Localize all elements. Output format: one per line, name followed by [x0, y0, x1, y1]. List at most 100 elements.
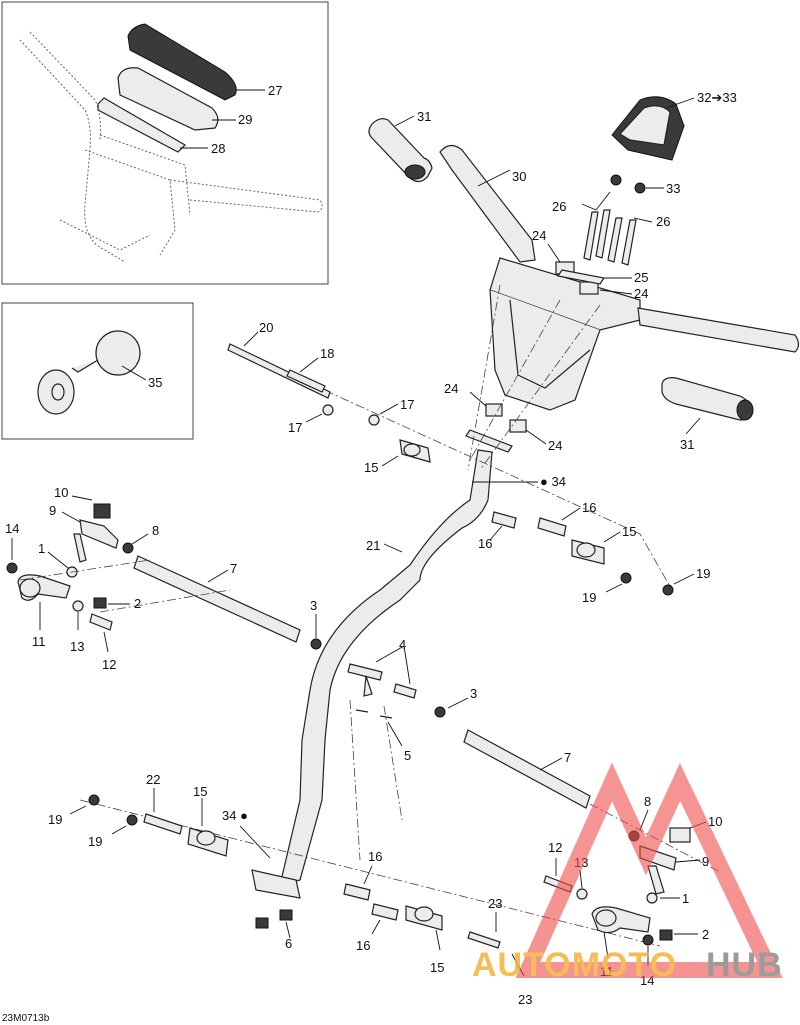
callout-19-bottom-a: 19 — [48, 812, 62, 827]
nut-10-right[interactable] — [669, 827, 691, 843]
callout-26-left: 26 — [552, 199, 566, 214]
nut-14-right[interactable] — [642, 934, 654, 946]
callout-23-top: 23 — [488, 896, 502, 911]
handlebar-30[interactable] — [439, 144, 800, 411]
washer-17-left[interactable] — [322, 404, 334, 416]
arm-11-left[interactable] — [17, 574, 71, 601]
spacer-16-bottom-a[interactable] — [343, 883, 371, 901]
callout-17-left: 17 — [288, 420, 302, 435]
rod-20[interactable] — [227, 343, 331, 399]
callout-30: 30 — [512, 169, 526, 184]
nut-8-left[interactable] — [122, 542, 134, 554]
callout-31-right: 31 — [680, 437, 694, 452]
callout-25: 25 — [634, 270, 648, 285]
callout-15-bottom-left: 15 — [193, 784, 207, 799]
studs-4[interactable] — [347, 663, 417, 699]
nut-3-right[interactable] — [434, 706, 446, 718]
callout-17-right: 17 — [400, 397, 414, 412]
horn-bulb-35[interactable] — [95, 330, 141, 376]
nut-3-left[interactable] — [310, 638, 322, 650]
pad-29[interactable] — [117, 67, 219, 131]
callout-28: 28 — [211, 141, 225, 156]
callout-34-top: ● 34 — [540, 474, 566, 489]
callout-15-bottom-right: 15 — [430, 960, 444, 975]
callout-24-top-right: 24 — [634, 286, 648, 301]
clamps-24-bottom[interactable] — [465, 403, 527, 453]
callout-11-left: 11 — [32, 634, 46, 649]
callout-16-bottom-b: 16 — [356, 938, 370, 953]
bolts-33[interactable] — [610, 174, 646, 194]
callout-35: 35 — [148, 375, 162, 390]
nut-10-left[interactable] — [93, 503, 111, 519]
callout-32: 32➔33 — [697, 90, 737, 105]
arm-11-right[interactable] — [591, 906, 651, 934]
clip-1-right[interactable] — [646, 892, 658, 904]
callout-4: 4 — [399, 637, 406, 652]
cover-32[interactable] — [611, 96, 685, 161]
callout-33: 33 — [666, 181, 680, 196]
callout-12-left: 12 — [102, 657, 116, 672]
callout-29: 29 — [238, 112, 252, 127]
nut-19-bottom-b[interactable] — [126, 814, 138, 826]
callout-1-right: 1 — [682, 891, 689, 906]
callout-9-left: 9 — [49, 503, 56, 518]
callout-15-top: 15 — [364, 460, 378, 475]
rod-end-15-bottom-right[interactable] — [405, 905, 443, 931]
callout-9-right: 9 — [702, 854, 709, 869]
rod-end-15-bottom-left[interactable] — [187, 827, 229, 857]
spacer-16-top-b[interactable] — [537, 517, 567, 537]
nut-14-left[interactable] — [6, 562, 18, 574]
spacer-18[interactable] — [286, 369, 326, 393]
callout-12-right: 12 — [548, 840, 562, 855]
callout-1-left: 1 — [38, 541, 45, 556]
callout-15-right: 15 — [622, 524, 636, 539]
callout-31-top: 31 — [417, 109, 431, 124]
tie-rod-7-right[interactable] — [463, 729, 591, 809]
washer-17-right[interactable] — [368, 414, 380, 426]
spacer-16-bottom-b[interactable] — [371, 903, 399, 921]
watermark: AUTOMOTO HUB — [472, 762, 783, 984]
bolt-23[interactable] — [467, 931, 501, 949]
tie-rod-7-left[interactable] — [133, 555, 301, 643]
callout-21: 21 — [366, 538, 380, 553]
callout-24-bottom-right: 24 — [548, 438, 562, 453]
nut-2-left[interactable] — [93, 597, 107, 609]
washer-13-left[interactable] — [72, 600, 84, 612]
column-base-6[interactable] — [251, 869, 301, 929]
pad-27[interactable] — [127, 23, 237, 101]
spacer-16-top-a[interactable] — [491, 511, 517, 529]
callout-10-right: 10 — [708, 814, 722, 829]
callout-18: 18 — [320, 346, 334, 361]
grip-31-top[interactable] — [368, 118, 433, 183]
callout-14-left: 14 — [5, 521, 19, 536]
nut-19-top-b[interactable] — [662, 584, 674, 596]
steering-column-21[interactable] — [279, 284, 601, 886]
callout-3-right: 3 — [470, 686, 477, 701]
callout-19-top-a: 19 — [582, 590, 596, 605]
bolt-12-left[interactable] — [89, 613, 113, 631]
callout-22: 22 — [146, 772, 160, 787]
callout-5: 5 — [404, 748, 411, 763]
callout-23-bottom: 23 — [518, 992, 532, 1007]
nut-2-right[interactable] — [659, 929, 673, 941]
callout-19-bottom-b: 19 — [88, 834, 102, 849]
watermark-text-a: AUTOMOTO — [472, 946, 677, 984]
pad-28[interactable] — [97, 97, 186, 153]
rod-end-15-top[interactable] — [399, 439, 431, 463]
nut-19-bottom-a[interactable] — [88, 794, 100, 806]
grip-31-right[interactable] — [661, 377, 754, 421]
nut-19-top-a[interactable] — [620, 572, 632, 584]
callout-24-bottom-left: 24 — [444, 381, 458, 396]
callout-2-right: 2 — [702, 927, 709, 942]
ball-joint-9-left[interactable] — [73, 519, 119, 563]
callout-20: 20 — [259, 320, 273, 335]
callout-26-right: 26 — [656, 214, 670, 229]
inset-horn: 35 — [1, 302, 194, 440]
bolts-26[interactable] — [583, 209, 637, 266]
rod-end-15-right[interactable] — [571, 539, 605, 565]
washer-13-right[interactable] — [576, 888, 588, 900]
clamps-24-top[interactable] — [555, 261, 606, 295]
callout-34-bottom: 34 ● — [222, 808, 248, 823]
callout-8-right: 8 — [644, 794, 651, 809]
link-22[interactable] — [143, 813, 183, 835]
